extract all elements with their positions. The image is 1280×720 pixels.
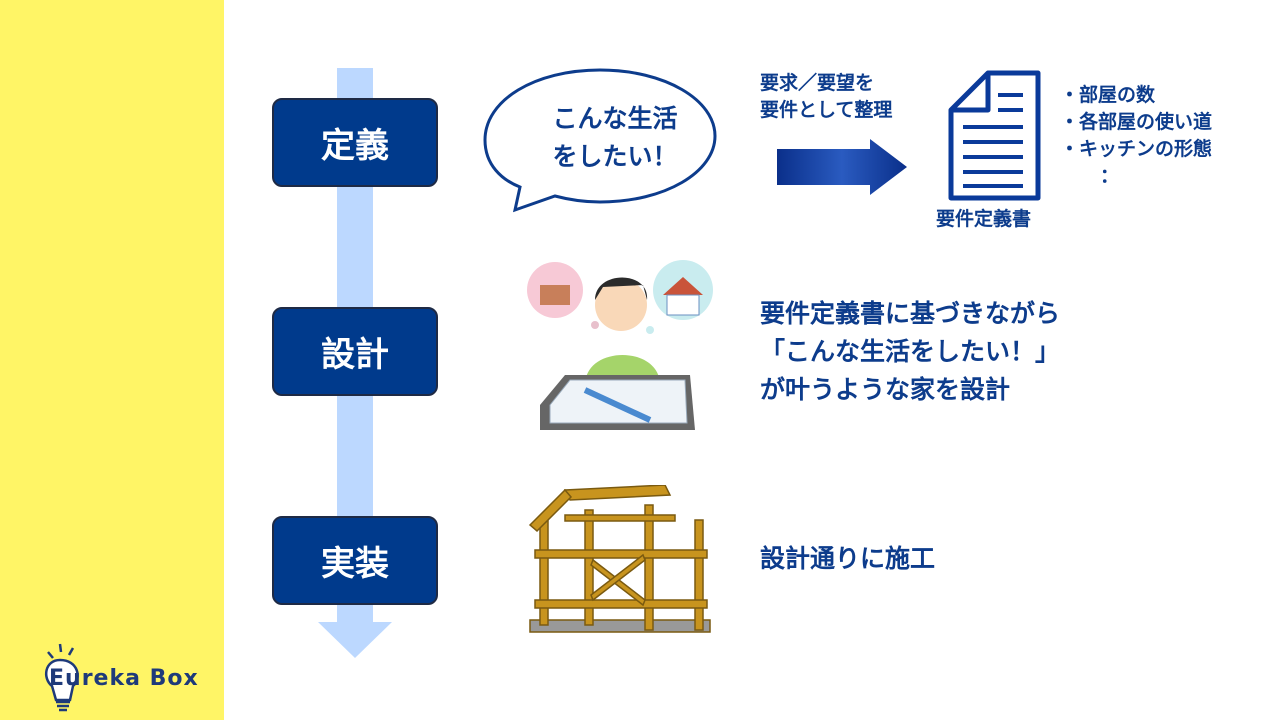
caption-line: 要求／要望を — [760, 72, 875, 94]
design-line: 「こんな生活をしたい！」 — [760, 337, 1061, 366]
phase-design: 設計 — [272, 307, 438, 396]
bubble-line: をしたい！ — [552, 142, 678, 171]
design-line: 要件定義書に基づきながら — [760, 299, 1061, 328]
designer-illustration — [527, 260, 713, 430]
requirements-list: ・部屋の数 ・各部屋の使い道 ・キッチンの形態 ： — [1060, 82, 1212, 190]
right-arrow-icon — [777, 139, 907, 195]
document-label: 要件定義書 — [936, 208, 1032, 230]
phase-implementation: 実装 — [272, 516, 438, 605]
list-item: ・各部屋の使い道 — [1060, 111, 1213, 133]
bubble-line: こんな生活 — [552, 104, 678, 133]
phase-definition: 定義 — [272, 98, 438, 187]
lightbulb-icon — [44, 643, 79, 712]
sidebar — [0, 0, 224, 720]
speech-bubble — [483, 68, 717, 213]
logo-text: Eureka Box — [49, 666, 199, 691]
eureka-box-logo: Eureka Box — [40, 640, 200, 715]
caption-line: 要件として整理 — [760, 99, 893, 121]
flow-arrow-head — [318, 622, 392, 658]
house-frame-illustration — [528, 485, 711, 633]
list-item: ： — [1100, 165, 1120, 187]
list-item: ・部屋の数 — [1060, 84, 1156, 106]
implementation-description: 設計通りに施工 — [760, 544, 936, 573]
design-line: が叶うような家を設計 — [760, 375, 1011, 404]
arrow-caption: 要求／要望を 要件として整理 — [760, 70, 892, 124]
document-icon — [948, 70, 1041, 201]
list-item: ・キッチンの形態 — [1060, 138, 1213, 160]
design-description: 要件定義書に基づきながら 「こんな生活をしたい！」 が叶うような家を設計 — [760, 295, 1060, 409]
speech-bubble-text: こんな生活 をしたい！ — [540, 100, 690, 176]
